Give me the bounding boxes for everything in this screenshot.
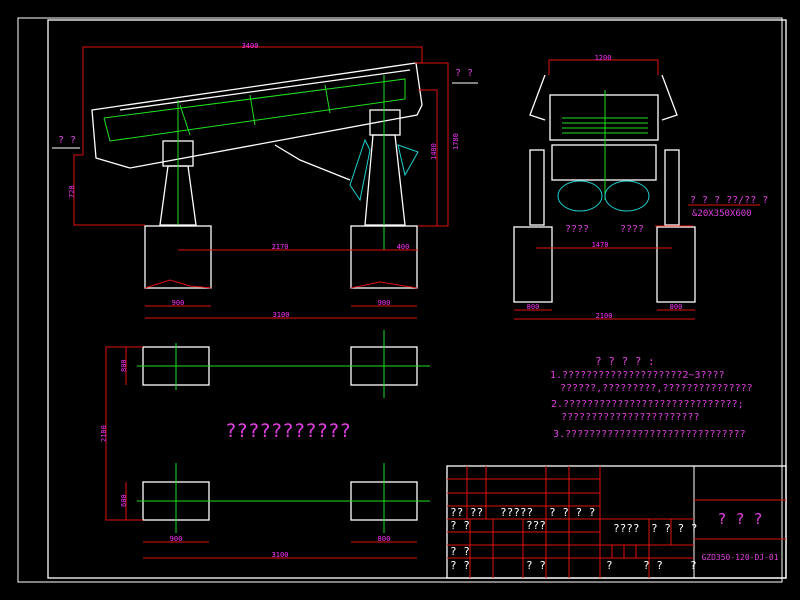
title-cell: ? ? ? ? bbox=[651, 522, 697, 535]
flow-in-label: ? ? bbox=[58, 135, 76, 146]
dim-span: 2170 bbox=[272, 243, 289, 251]
drawing-title: ? ? ? bbox=[717, 510, 762, 528]
rotation-left-label: ???? bbox=[565, 224, 589, 235]
dim-base-total: 3100 bbox=[273, 311, 290, 319]
title-cell: ? ? bbox=[643, 559, 663, 572]
dim-height-inner: 1480 bbox=[430, 143, 438, 160]
title-cell: ? bbox=[690, 559, 697, 572]
plan-view: 800 600 2100 900 800 3100 ??????????? bbox=[100, 330, 430, 559]
dim-front-base-total: 2100 bbox=[596, 312, 613, 320]
dim-plan-width-left: 900 bbox=[170, 535, 183, 543]
title-cell: ? bbox=[606, 559, 613, 572]
flow-out-label: ? ? bbox=[455, 68, 473, 79]
title-cell: ? ? bbox=[450, 519, 470, 532]
plan-title: ??????????? bbox=[225, 420, 351, 442]
dim-plan-width-right: 800 bbox=[378, 535, 391, 543]
dim-front-base-left: 800 bbox=[527, 303, 540, 311]
dim-base-left: 900 bbox=[172, 299, 185, 307]
dim-front-width: 1200 bbox=[595, 54, 612, 62]
note-line: ??????,?????????,??????????????? bbox=[560, 383, 753, 394]
notes-heading: ? ? ? ? : bbox=[595, 355, 655, 368]
dim-length: 3400 bbox=[242, 42, 259, 50]
title-block: ?? ?? ????? ? ? ? ? ? ? ??? ? ? ? ? ? ? … bbox=[446, 465, 787, 579]
outer-frame bbox=[17, 17, 783, 583]
title-cell: ? ? bbox=[526, 559, 546, 572]
note-line: 1.????????????????????2~3???? bbox=[550, 370, 725, 381]
inner-frame bbox=[47, 19, 787, 579]
title-cell: ? ? ? ? bbox=[549, 506, 595, 519]
dim-height-left: 720 bbox=[68, 185, 76, 198]
dim-plan-spacing: 2100 bbox=[100, 425, 108, 442]
dim-height-total: 1780 bbox=[452, 133, 460, 150]
dim-base-right: 900 bbox=[378, 299, 391, 307]
title-cell: ???? bbox=[613, 522, 640, 535]
dim-front-span: 1470 bbox=[592, 241, 609, 249]
dim-front-base-right: 800 bbox=[670, 303, 683, 311]
dim-plan-depth-bottom: 600 bbox=[120, 494, 128, 507]
title-cell: ? ? bbox=[450, 545, 470, 558]
drawing-number: GZD350-120-DJ-01 bbox=[701, 553, 778, 562]
title-cell: ????? bbox=[500, 506, 533, 519]
dim-plan-total: 3100 bbox=[272, 551, 289, 559]
side-view: 3400 2170 400 1780 1480 720 900 900 31 bbox=[52, 42, 478, 319]
rotation-right-label: ???? bbox=[620, 224, 644, 235]
note-line: 2.?????????????????????????????; bbox=[551, 399, 744, 410]
dim-plan-depth-top: 800 bbox=[120, 359, 128, 372]
dim-offset: 400 bbox=[397, 243, 410, 251]
title-cell: ?? ?? bbox=[450, 506, 483, 519]
note-line: 3.?????????????????????????????? bbox=[553, 429, 746, 440]
plate-label: ? ? ? ??/?? ? bbox=[690, 195, 768, 206]
title-cell: ??? bbox=[526, 519, 546, 532]
front-view: 1200 ???? ???? 1470 800 800 2100 ? ? ? ?… bbox=[513, 54, 768, 320]
technical-notes: ? ? ? ? : 1.????????????????????2~3???? … bbox=[550, 355, 753, 440]
note-line: ??????????????????????? bbox=[561, 412, 699, 423]
plate-spec: &20X350X600 bbox=[692, 209, 752, 219]
title-cell: ? ? bbox=[450, 559, 470, 572]
